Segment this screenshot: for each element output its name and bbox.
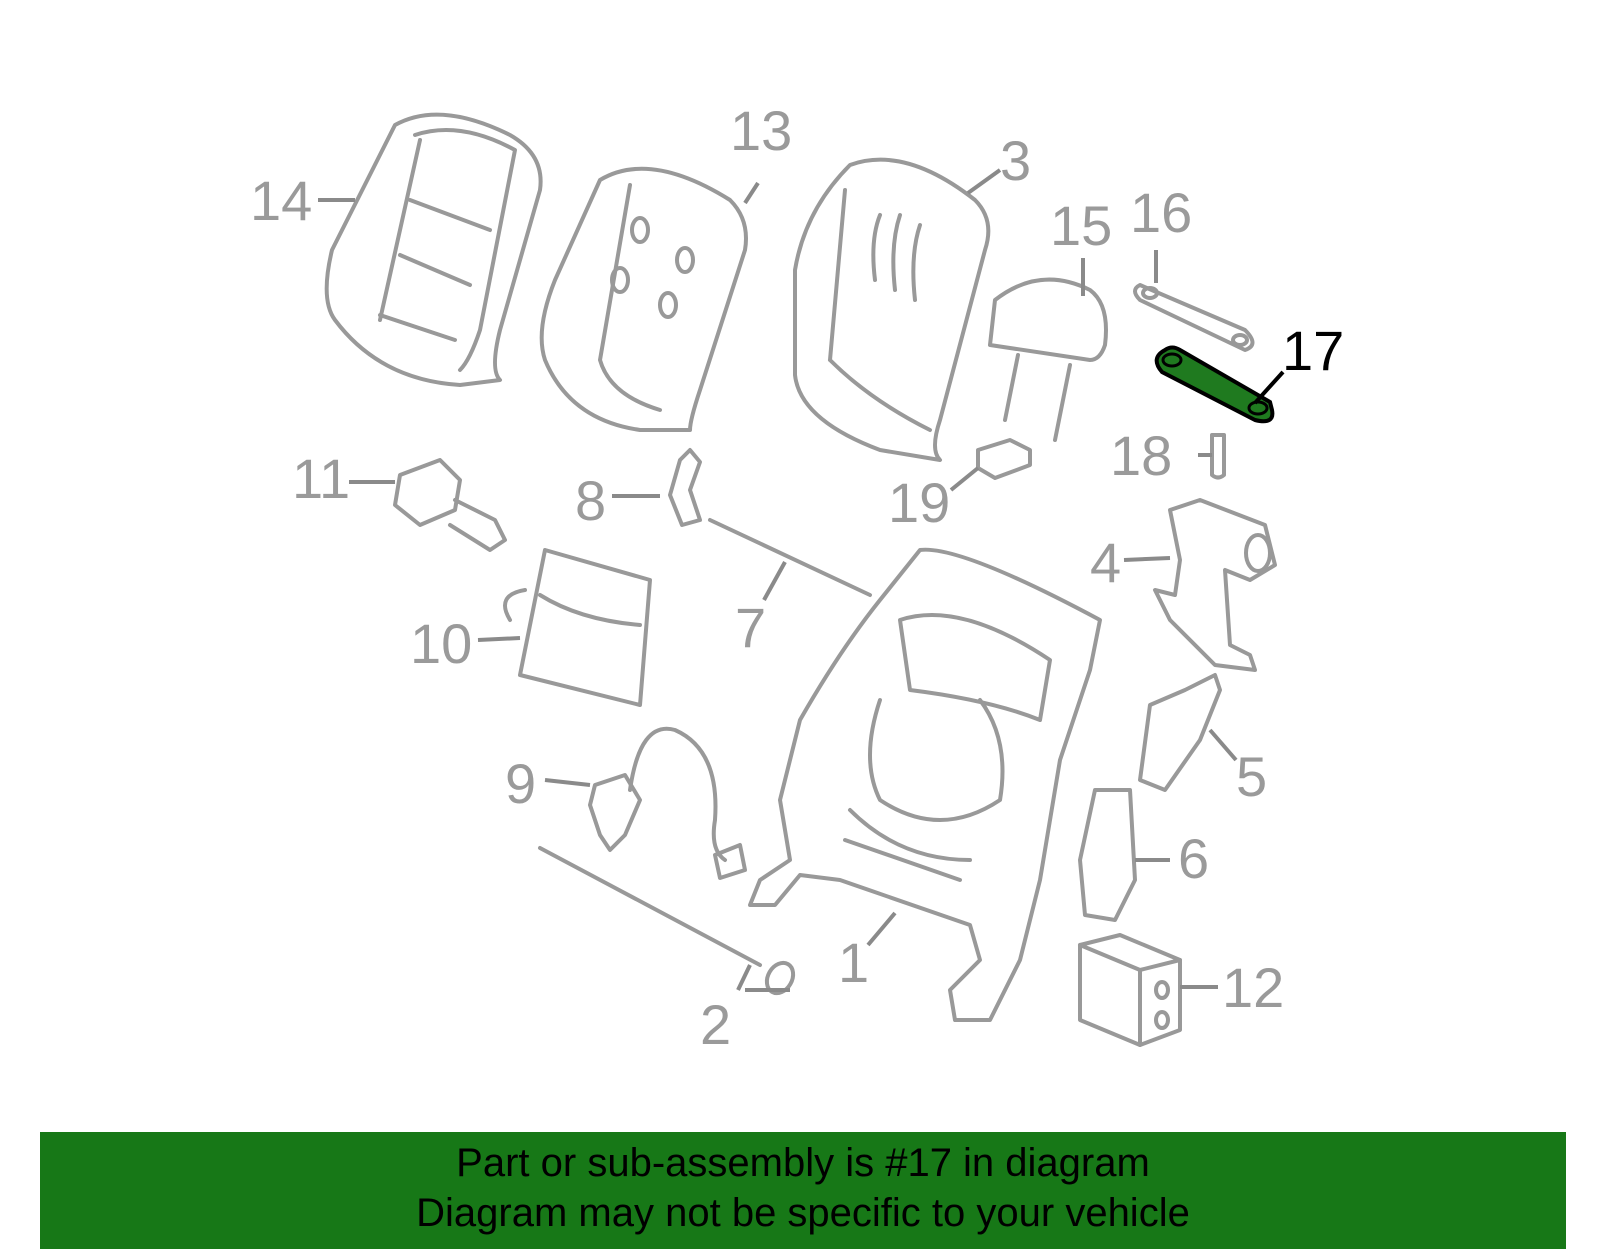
part-3-seat-back-panel[interactable] <box>793 157 991 462</box>
part-9-cable[interactable] <box>588 726 747 880</box>
part-4-adjuster-bracket[interactable] <box>1153 498 1277 672</box>
callout-16: 16 <box>1130 181 1192 244</box>
leader-7 <box>762 561 787 601</box>
callout-labels: 1 2 3 4 5 6 7 8 9 10 11 12 13 14 15 16 1… <box>250 99 1344 1056</box>
part-18-pin[interactable] <box>1210 433 1226 480</box>
callout-4: 4 <box>1090 531 1121 594</box>
part-10-pocket[interactable] <box>503 548 652 707</box>
callout-12: 12 <box>1222 956 1284 1019</box>
part-13-seat-back-pad[interactable] <box>539 166 748 432</box>
leader-3 <box>966 168 1002 195</box>
callout-11: 11 <box>292 447 350 510</box>
callout-15: 15 <box>1050 194 1112 257</box>
leader-17 <box>1253 370 1285 405</box>
banner-part-line: Part or sub-assembly is #17 in diagram <box>456 1141 1150 1185</box>
callout-13: 13 <box>730 99 792 162</box>
callout-18: 18 <box>1110 424 1172 487</box>
part-12-control-module[interactable] <box>1078 933 1182 1047</box>
leader-lines <box>318 168 1285 992</box>
part-2-rod-and-ring[interactable] <box>538 846 798 998</box>
leader-10 <box>477 636 521 642</box>
part-7-rod[interactable] <box>708 518 872 597</box>
part-6-height-motor[interactable] <box>1078 788 1137 922</box>
part-1-seat-frame[interactable] <box>748 547 1102 1022</box>
leader-9 <box>544 778 591 787</box>
callout-1: 1 <box>838 931 869 994</box>
part-5-lumbar-motor[interactable] <box>1138 673 1222 792</box>
callout-6: 6 <box>1178 827 1209 890</box>
part-16-trim-bracket[interactable] <box>1133 283 1255 352</box>
part-info-banner: Part or sub-assembly is #17 in diagram D… <box>40 1132 1566 1249</box>
leader-4 <box>1123 556 1171 562</box>
callout-5: 5 <box>1236 745 1267 808</box>
leader-1 <box>866 911 897 947</box>
part-19-block[interactable] <box>976 438 1032 480</box>
leader-13 <box>743 181 760 205</box>
leader-19 <box>949 466 980 492</box>
callout-7: 7 <box>735 596 766 659</box>
leader-2 <box>736 964 790 992</box>
callout-8: 8 <box>575 469 606 532</box>
part-17-strap-highlighted[interactable] <box>1154 345 1275 424</box>
part-15-headrest[interactable] <box>988 277 1108 442</box>
callout-14: 14 <box>250 169 312 232</box>
leader-5 <box>1208 728 1238 762</box>
part-11-motor[interactable] <box>393 458 507 552</box>
callout-17: 17 <box>1282 319 1344 382</box>
callout-10: 10 <box>410 612 472 675</box>
part-8-clip[interactable] <box>668 448 702 527</box>
banner-disclaimer-line: Diagram may not be specific to your vehi… <box>416 1191 1190 1235</box>
callout-9: 9 <box>505 752 536 815</box>
callout-2: 2 <box>700 993 731 1056</box>
callout-3: 3 <box>1000 129 1031 192</box>
part-14-seat-back-cover[interactable] <box>324 112 543 387</box>
callout-19: 19 <box>888 471 950 534</box>
